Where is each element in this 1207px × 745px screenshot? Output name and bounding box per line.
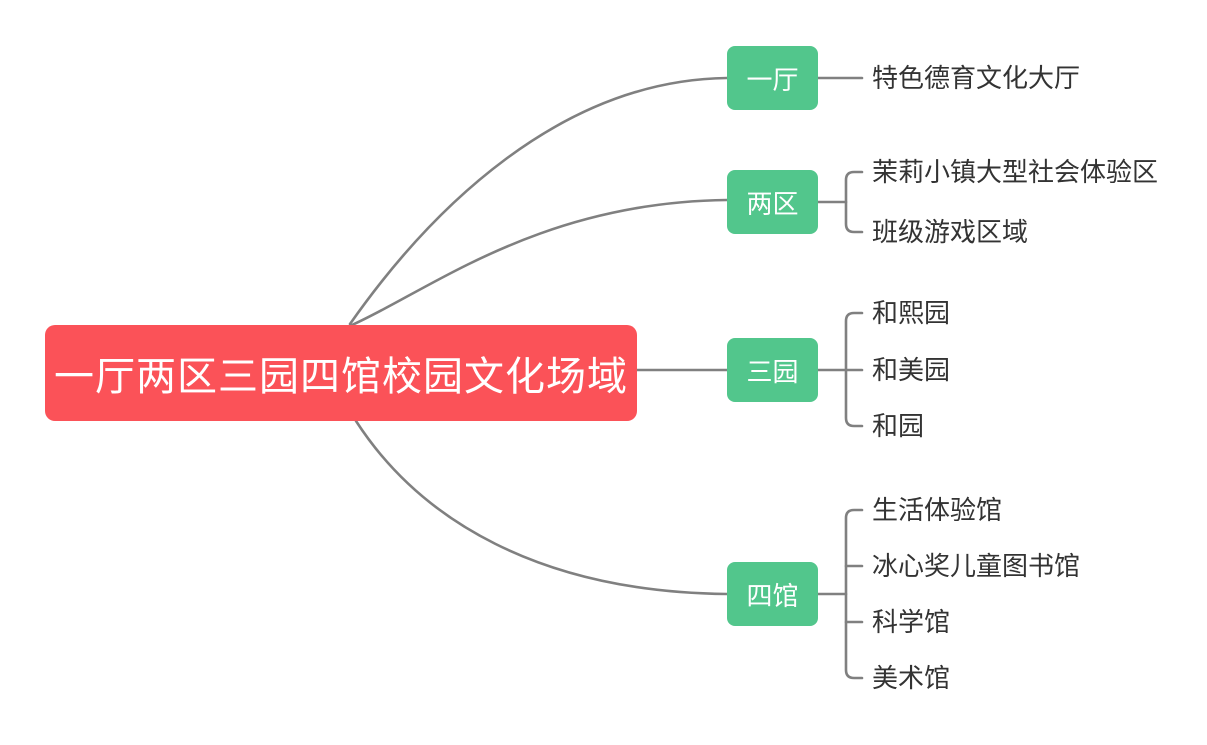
root-node[interactable]: 一厅两区三园四馆校园文化场域	[45, 325, 637, 421]
root-node-label: 一厅两区三园四馆校园文化场域	[54, 355, 628, 399]
branch-node-liangqu[interactable]: 两区	[727, 170, 818, 234]
leaf-label[interactable]: 和美园	[872, 355, 951, 385]
connector-branch-2-bracket	[844, 311, 864, 428]
leaf-label[interactable]: 和熙园	[872, 298, 951, 328]
connector-root-to-branch-0	[348, 76, 729, 326]
leaf-label[interactable]: 生活体验馆	[872, 495, 1003, 525]
branch-node-siguan[interactable]: 四馆	[727, 562, 818, 626]
branch-node-label: 三园	[746, 356, 799, 387]
leaf-label[interactable]: 和园	[872, 411, 925, 441]
connector-root-to-branch-3	[354, 419, 729, 596]
leaf-label[interactable]: 冰心奖儿童图书馆	[872, 551, 1081, 581]
branch-node-label: 四馆	[746, 580, 799, 611]
leaf-label[interactable]: 班级游戏区域	[872, 217, 1029, 247]
branch-node-sanyuan[interactable]: 三园	[727, 338, 818, 402]
leaf-label[interactable]: 特色德育文化大厅	[872, 63, 1081, 93]
branch-node-label: 两区	[746, 188, 799, 219]
leaf-label[interactable]: 美术馆	[872, 663, 951, 693]
connector-branch-1-bracket	[844, 170, 864, 234]
branch-node-yiting[interactable]: 一厅	[727, 46, 818, 110]
leaf-label[interactable]: 茉莉小镇大型社会体验区	[872, 157, 1159, 187]
connector-root-to-branch-1	[350, 198, 729, 327]
connector-branch-3-bracket	[844, 508, 864, 680]
leaf-label[interactable]: 科学馆	[872, 607, 951, 637]
branch-node-label: 一厅	[746, 64, 799, 95]
